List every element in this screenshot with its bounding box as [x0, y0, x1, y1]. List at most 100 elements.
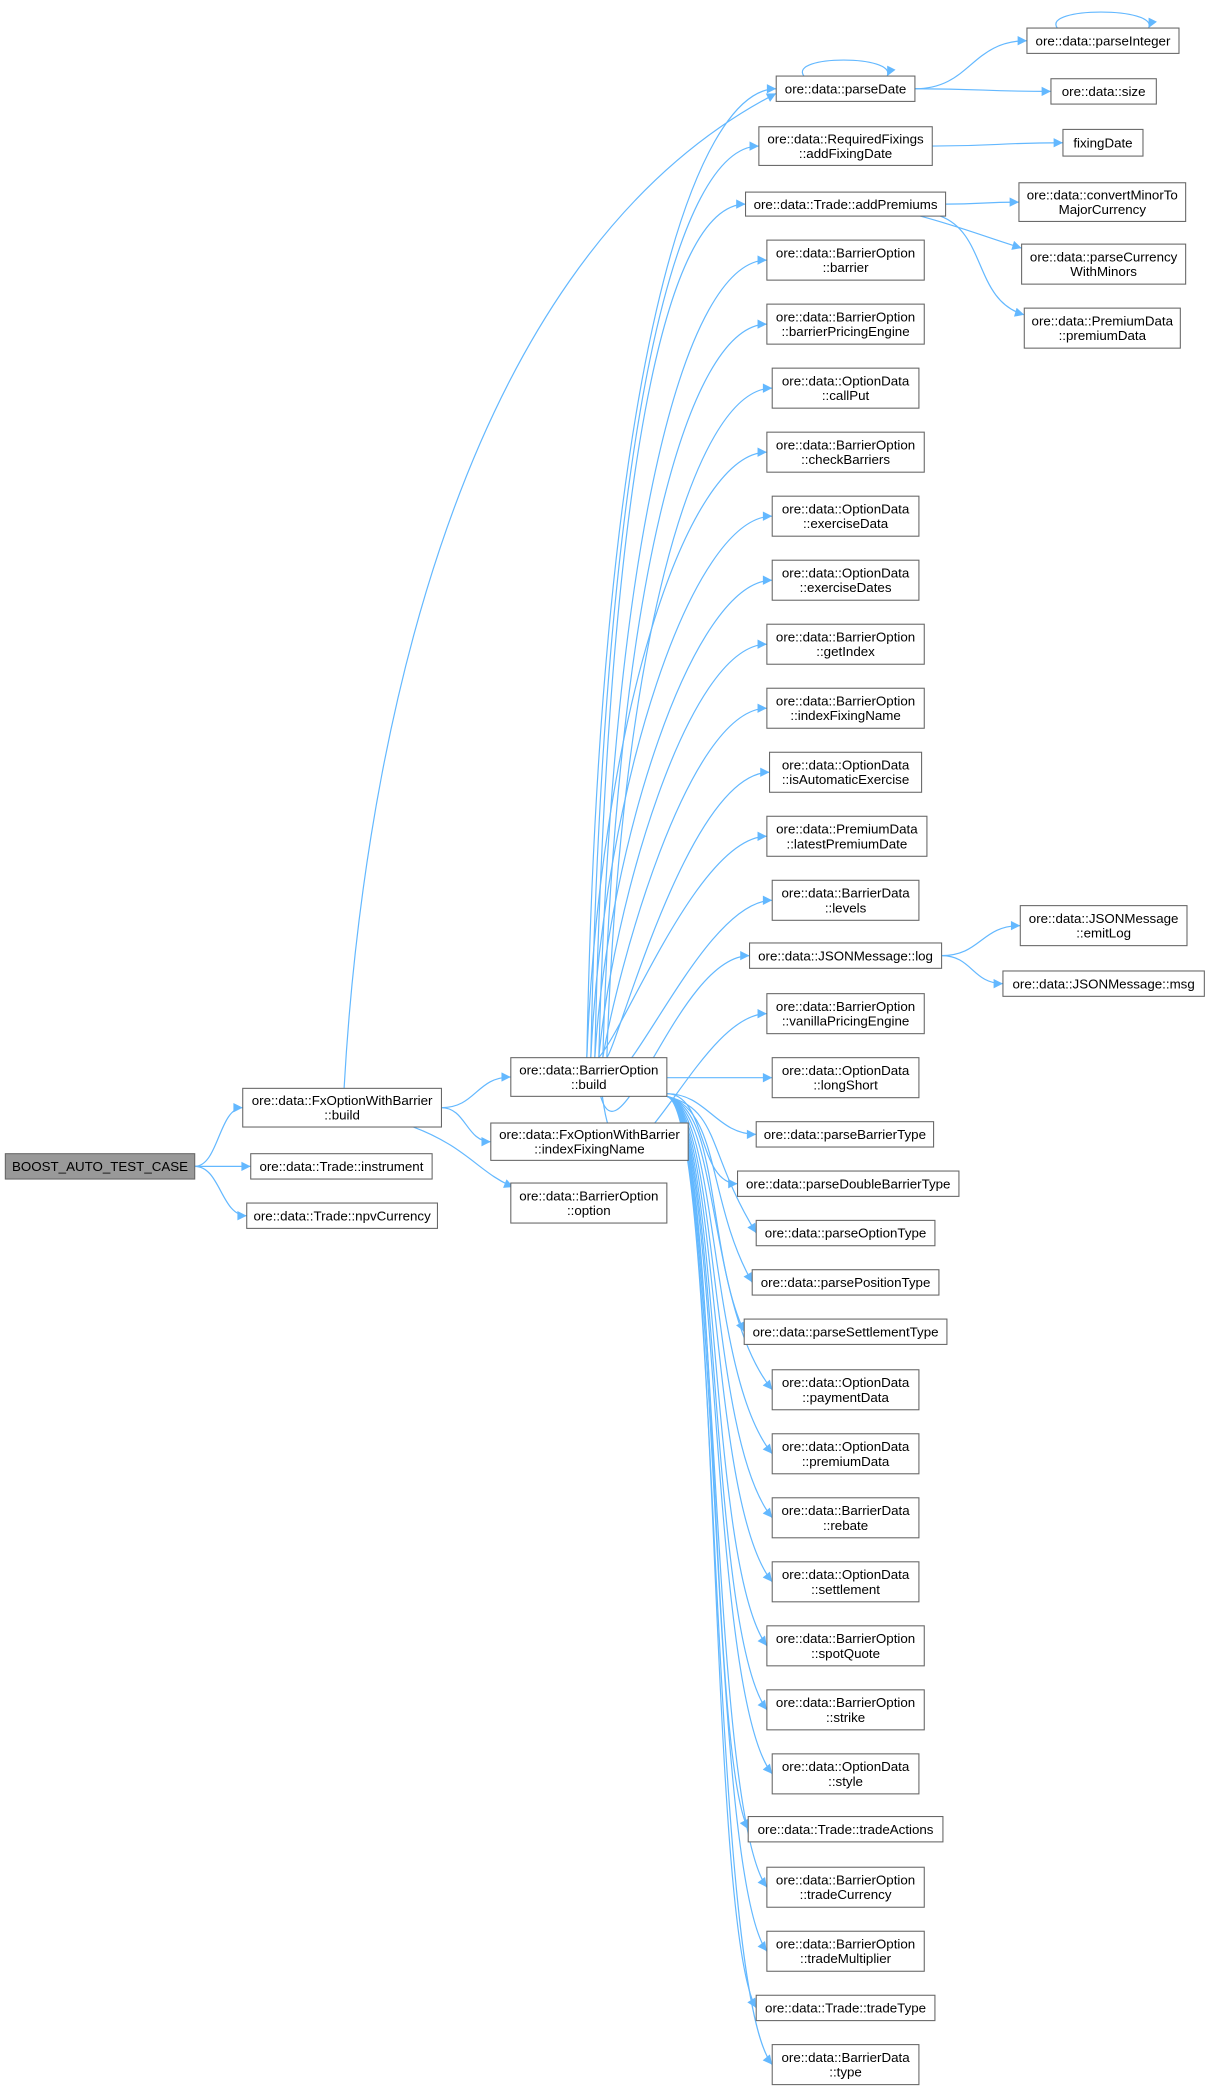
node-msg[interactable]: ore::data::JSONMessage::msg	[1002, 970, 1205, 997]
node-getIndex[interactable]: ore::data::BarrierOption::getIndex	[766, 623, 925, 665]
node-box	[4, 1153, 196, 1180]
node-box	[747, 1816, 944, 1843]
node-exerciseDates[interactable]: ore::data::OptionData::exerciseDates	[771, 559, 920, 601]
node-size[interactable]: ore::data::size	[1050, 78, 1157, 105]
node-label: ::levels	[825, 900, 867, 915]
node-barrierPricingEngine[interactable]: ore::data::BarrierOption::barrierPricing…	[766, 303, 925, 345]
edge-fxbuild-parseDate	[343, 92, 777, 1089]
node-option[interactable]: ore::data::BarrierOption::option	[510, 1182, 668, 1224]
node-box	[766, 1866, 925, 1908]
node-label: ore::data::FxOptionWithBarrier	[252, 1093, 433, 1108]
node-isAutomaticExercise[interactable]: ore::data::OptionData::isAutomaticExerci…	[769, 751, 923, 793]
node-label: ::style	[828, 1774, 863, 1789]
node-latestPremiumDate[interactable]: ore::data::PremiumData::latestPremiumDat…	[766, 815, 928, 857]
node-type[interactable]: ore::data::BarrierData::type	[771, 2044, 920, 2086]
node-parseDate[interactable]: ore::data::parseDate	[775, 75, 916, 102]
node-vanillaPricingEngine[interactable]: ore::data::BarrierOption::vanillaPricing…	[766, 993, 925, 1035]
node-bobuild[interactable]: ore::data::BarrierOption::build	[510, 1057, 668, 1097]
node-label: ore::data::OptionData	[782, 1063, 910, 1078]
node-spotQuote[interactable]: ore::data::BarrierOption::spotQuote	[766, 1625, 925, 1667]
node-strike[interactable]: ore::data::BarrierOption::strike	[766, 1689, 925, 1731]
node-label: ore::data::BarrierOption	[776, 630, 915, 645]
node-tradeMultiplier[interactable]: ore::data::BarrierOption::tradeMultiplie…	[766, 1930, 925, 1972]
node-box	[771, 1561, 920, 1603]
edge-addPremiums-parseCurrency	[920, 215, 1022, 250]
edge-fxbuild-option	[413, 1126, 514, 1188]
edge-self-parseDate	[801, 59, 896, 77]
node-parseDoubleBarrierType[interactable]: ore::data::parseDoubleBarrierType	[737, 1170, 960, 1197]
node-box	[771, 559, 920, 601]
node-instrument[interactable]: ore::data::Trade::instrument	[250, 1153, 433, 1180]
node-fxbuild[interactable]: ore::data::FxOptionWithBarrier::build	[242, 1087, 442, 1128]
node-box	[510, 1182, 668, 1224]
node-box	[510, 1057, 668, 1097]
node-parseOptionType[interactable]: ore::data::parseOptionType	[755, 1219, 936, 1247]
node-indexFixingName[interactable]: ore::data::BarrierOption::indexFixingNam…	[766, 687, 925, 729]
node-fixingDate[interactable]: fixingDate	[1062, 128, 1144, 157]
node-callPut[interactable]: ore::data::OptionData::callPut	[771, 367, 920, 409]
node-box	[1021, 243, 1187, 285]
edge-root-npvCurrency	[194, 1165, 247, 1221]
node-npvCurrency[interactable]: ore::data::Trade::npvCurrency	[246, 1202, 438, 1229]
node-emitLog[interactable]: ore::data::JSONMessage::emitLog	[1019, 905, 1188, 947]
node-label: WithMinors	[1070, 264, 1137, 279]
node-box	[771, 1369, 920, 1411]
node-premiumData2[interactable]: ore::data::PremiumData::premiumData	[1023, 307, 1181, 349]
node-levels[interactable]: ore::data::BarrierData::levels	[771, 879, 920, 921]
node-log[interactable]: ore::data::JSONMessage::log	[749, 942, 943, 969]
node-box	[755, 1121, 935, 1148]
node-box	[1050, 78, 1157, 105]
node-label: ::isAutomaticExercise	[782, 772, 909, 787]
node-label: ore::data::PremiumData	[1032, 313, 1174, 328]
node-tradeType[interactable]: ore::data::Trade::tradeType	[755, 1994, 936, 2022]
node-box	[775, 75, 916, 102]
node-addFixingDate[interactable]: ore::data::RequiredFixings::addFixingDat…	[758, 126, 933, 166]
node-label: ::premiumData	[1059, 328, 1147, 343]
node-label: ore::data::Trade::tradeActions	[758, 1822, 934, 1837]
node-label: ::callPut	[822, 388, 870, 403]
node-barrier[interactable]: ore::data::BarrierOption::barrier	[766, 239, 925, 281]
node-label: ::longShort	[813, 1078, 878, 1093]
node-label: ore::data::OptionData	[782, 373, 910, 388]
node-parseBarrierType[interactable]: ore::data::parseBarrierType	[755, 1121, 935, 1148]
node-label: ::exerciseData	[803, 516, 889, 531]
node-label: ore::data::BarrierOption	[519, 1062, 658, 1077]
node-label: ::checkBarriers	[801, 452, 890, 467]
node-label: ore::data::BarrierOption	[776, 694, 915, 709]
node-label: ore::data::JSONMessage::msg	[1013, 976, 1195, 991]
node-style[interactable]: ore::data::OptionData::style	[771, 1753, 920, 1795]
node-settlement[interactable]: ore::data::OptionData::settlement	[771, 1561, 920, 1603]
node-label: ::addFixingDate	[799, 146, 892, 161]
node-label: ore::data::OptionData	[782, 1375, 910, 1390]
edge-bobuild-getIndex	[598, 639, 767, 1058]
node-tradeActions[interactable]: ore::data::Trade::tradeActions	[747, 1816, 944, 1843]
node-paymentData[interactable]: ore::data::OptionData::paymentData	[771, 1369, 920, 1411]
node-tradeCurrency[interactable]: ore::data::BarrierOption::tradeCurrency	[766, 1866, 925, 1908]
node-box	[749, 942, 943, 969]
node-label: ore::data::BarrierOption	[776, 1873, 915, 1888]
edge-addPremiums-convertMinor	[945, 197, 1019, 207]
node-premiumData[interactable]: ore::data::OptionData::premiumData	[771, 1433, 920, 1475]
node-rebate[interactable]: ore::data::BarrierData::rebate	[771, 1497, 920, 1539]
node-root[interactable]: BOOST_AUTO_TEST_CASE	[4, 1153, 196, 1180]
node-longShort[interactable]: ore::data::OptionData::longShort	[771, 1057, 920, 1099]
node-label: ore::data::Trade::instrument	[259, 1159, 423, 1174]
node-label: ore::data::parseBarrierType	[764, 1127, 926, 1142]
edge-bobuild-premiumData	[666, 1095, 773, 1455]
node-label: ore::data::convertMinorTo	[1027, 187, 1178, 202]
node-parsePositionType[interactable]: ore::data::parsePositionType	[751, 1269, 940, 1296]
node-fxIndexFixingName[interactable]: ore::data::FxOptionWithBarrier::indexFix…	[490, 1122, 689, 1161]
node-addPremiums[interactable]: ore::data::Trade::addPremiums	[745, 191, 947, 217]
node-parseSettlementType[interactable]: ore::data::parseSettlementType	[743, 1318, 948, 1345]
node-exerciseData[interactable]: ore::data::OptionData::exerciseData	[771, 495, 920, 537]
node-parseInteger[interactable]: ore::data::parseInteger	[1026, 27, 1180, 54]
node-label: ore::data::RequiredFixings	[767, 131, 924, 146]
node-label: BOOST_AUTO_TEST_CASE	[12, 1159, 188, 1174]
node-box	[769, 751, 923, 793]
node-box	[766, 815, 928, 857]
node-label: ::tradeMultiplier	[800, 1951, 892, 1966]
node-checkBarriers[interactable]: ore::data::BarrierOption::checkBarriers	[766, 431, 925, 473]
